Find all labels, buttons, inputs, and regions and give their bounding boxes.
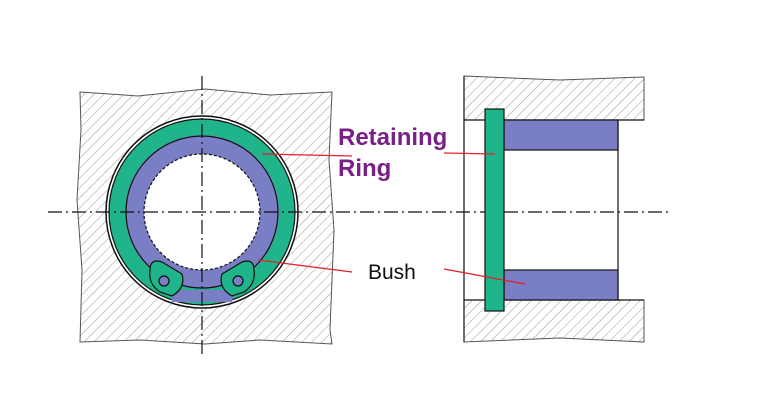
leader-lines (257, 152, 526, 285)
bush-side-bottom (503, 269, 619, 301)
bush-side-top (503, 119, 619, 151)
retaining-ring-side (484, 108, 505, 312)
side-view (463, 75, 645, 343)
leader-ring-front (261, 153, 353, 157)
leader-ring-side (443, 152, 496, 155)
labels: Retaining Ring Bush (338, 124, 447, 284)
label-retaining-ring-line1: Retaining (338, 124, 447, 151)
label-retaining-ring-line2: Ring (338, 155, 391, 182)
ring-lug-left (149, 260, 184, 297)
front-view (76, 76, 335, 356)
ring-lug-right (220, 260, 255, 297)
label-bush: Bush (368, 261, 416, 284)
leader-bush-front (257, 259, 353, 273)
leader-bush-side (443, 268, 526, 285)
